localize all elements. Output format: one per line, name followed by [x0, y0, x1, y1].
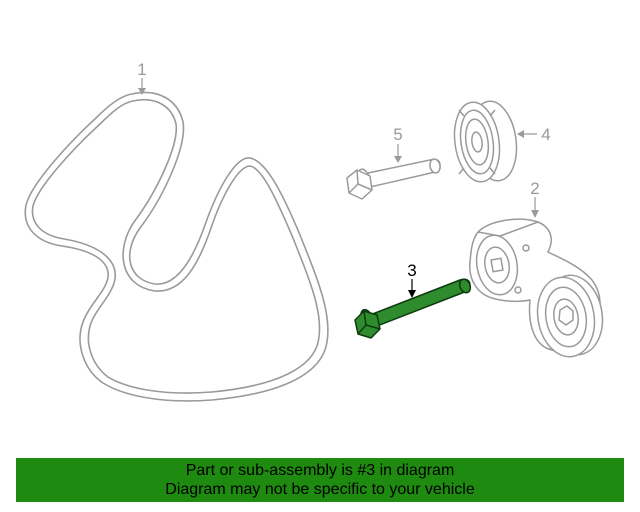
- leader-arrow-2: [531, 210, 539, 218]
- leader-lines: [138, 78, 539, 298]
- banner-line-disclaimer: Diagram may not be specific to your vehi…: [165, 481, 475, 498]
- callout-1: 1: [137, 60, 146, 79]
- leader-arrow-1: [138, 88, 146, 95]
- callout-2: 2: [530, 179, 539, 198]
- part-4-idler-pulley[interactable]: [450, 98, 522, 184]
- callout-3: 3: [407, 261, 416, 280]
- part-1-serpentine-belt[interactable]: [24, 91, 329, 402]
- parts-diagram: 1 2 3 4 5: [24, 60, 609, 402]
- part-2-belt-tensioner[interactable]: [469, 218, 609, 361]
- part-5-bolt[interactable]: [346, 158, 441, 200]
- part-3-bolt-highlighted[interactable]: [354, 278, 472, 339]
- diagram-notice-banner: Part or sub-assembly is #3 in diagram Di…: [16, 458, 624, 502]
- banner-line-part-notice: Part or sub-assembly is #3 in diagram: [185, 462, 455, 479]
- leader-arrow-3: [408, 290, 416, 298]
- callout-5: 5: [393, 125, 402, 144]
- leader-arrow-5: [394, 156, 402, 163]
- callout-4: 4: [541, 125, 550, 144]
- leader-arrow-4: [517, 130, 524, 138]
